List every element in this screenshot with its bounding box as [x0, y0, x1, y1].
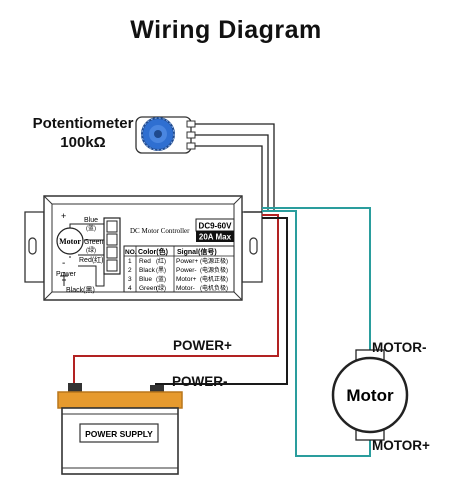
controller-voltage: DC9-60V [199, 222, 233, 231]
controller-motor-plus: + [61, 211, 66, 221]
table-row: 2 Black (黑) Power- (电源负极) [128, 266, 228, 274]
diagram-title: Wiring Diagram [130, 16, 322, 44]
table-row: 1 Red (红) Power+ (电源正极) [128, 257, 228, 265]
label-power-minus: POWER- [172, 374, 228, 389]
table-row: 3 Blue (蓝) Motor+ (电机正极) [128, 275, 228, 283]
table-row: 4 Green (绿) Motor- (电机负极) [128, 284, 228, 292]
motor: Motor [331, 349, 409, 441]
controller-label-green: Green [84, 239, 104, 246]
label-motor-minus: MOTOR- [372, 340, 427, 355]
motor-label: Motor [346, 386, 394, 405]
controller-label-green-cn: (绿) [86, 246, 96, 254]
table-cell: Motor+ [176, 276, 197, 283]
potentiometer-value: 100kΩ [60, 134, 106, 151]
controller-label-blue: Blue [84, 217, 98, 224]
table-cell: Motor- [176, 285, 195, 292]
potentiometer-label: Potentiometer 100kΩ [18, 114, 148, 152]
table-cell: 3 [128, 276, 132, 283]
controller-name: DC Motor Controller [130, 227, 190, 235]
table-cell: Blue [139, 276, 152, 283]
controller-current: 20A Max [199, 233, 232, 242]
controller-motor-symbol: Motor [59, 237, 81, 246]
table-cell: Power- [176, 267, 197, 274]
controller-label-red: Red(红) [79, 255, 104, 264]
potentiometer-name: Potentiometer [32, 115, 134, 132]
controller-label-black: Black(黑) [66, 286, 95, 294]
table-cell: Red [139, 258, 151, 265]
label-power-plus: POWER+ [173, 338, 232, 353]
table-cell: (电机正极) [200, 275, 228, 283]
table-cell: Power+ [176, 258, 198, 265]
table-cell: (蓝) [156, 275, 166, 283]
table-cell: Green [139, 285, 157, 292]
table-header-color: Color(色) [138, 247, 168, 256]
controller-label-blue-cn: (蓝) [86, 224, 96, 232]
table-header-no: NO. [125, 249, 137, 256]
table-cell: (电机负极) [200, 284, 228, 292]
battery: POWER SUPPLY [57, 383, 183, 475]
table-cell: (红) [156, 257, 166, 265]
table-header-signal: Signal(信号) [177, 247, 217, 256]
label-motor-plus: MOTOR+ [372, 438, 430, 453]
controller-label-power: Power [56, 271, 77, 278]
potentiometer-wires [195, 123, 275, 212]
table-cell: 4 [128, 285, 132, 292]
signal-table: NO. Color(色) Signal(信号) 1 Red (红) Power+… [123, 245, 235, 293]
table-cell: 2 [128, 267, 132, 274]
controller-motor-minus: - [62, 258, 65, 269]
table-cell: (电源负极) [200, 266, 228, 274]
table-cell: (电源正极) [200, 257, 228, 265]
table-cell: (绿) [156, 284, 166, 292]
table-cell: Black [139, 267, 156, 274]
motor-controller: Motor + - Blue (蓝) Green (绿) Red(红) Powe… [24, 195, 263, 301]
table-cell: 1 [128, 258, 132, 265]
potentiometer [135, 116, 196, 154]
table-cell: (黑) [156, 267, 166, 274]
battery-label: POWER SUPPLY [85, 429, 153, 439]
